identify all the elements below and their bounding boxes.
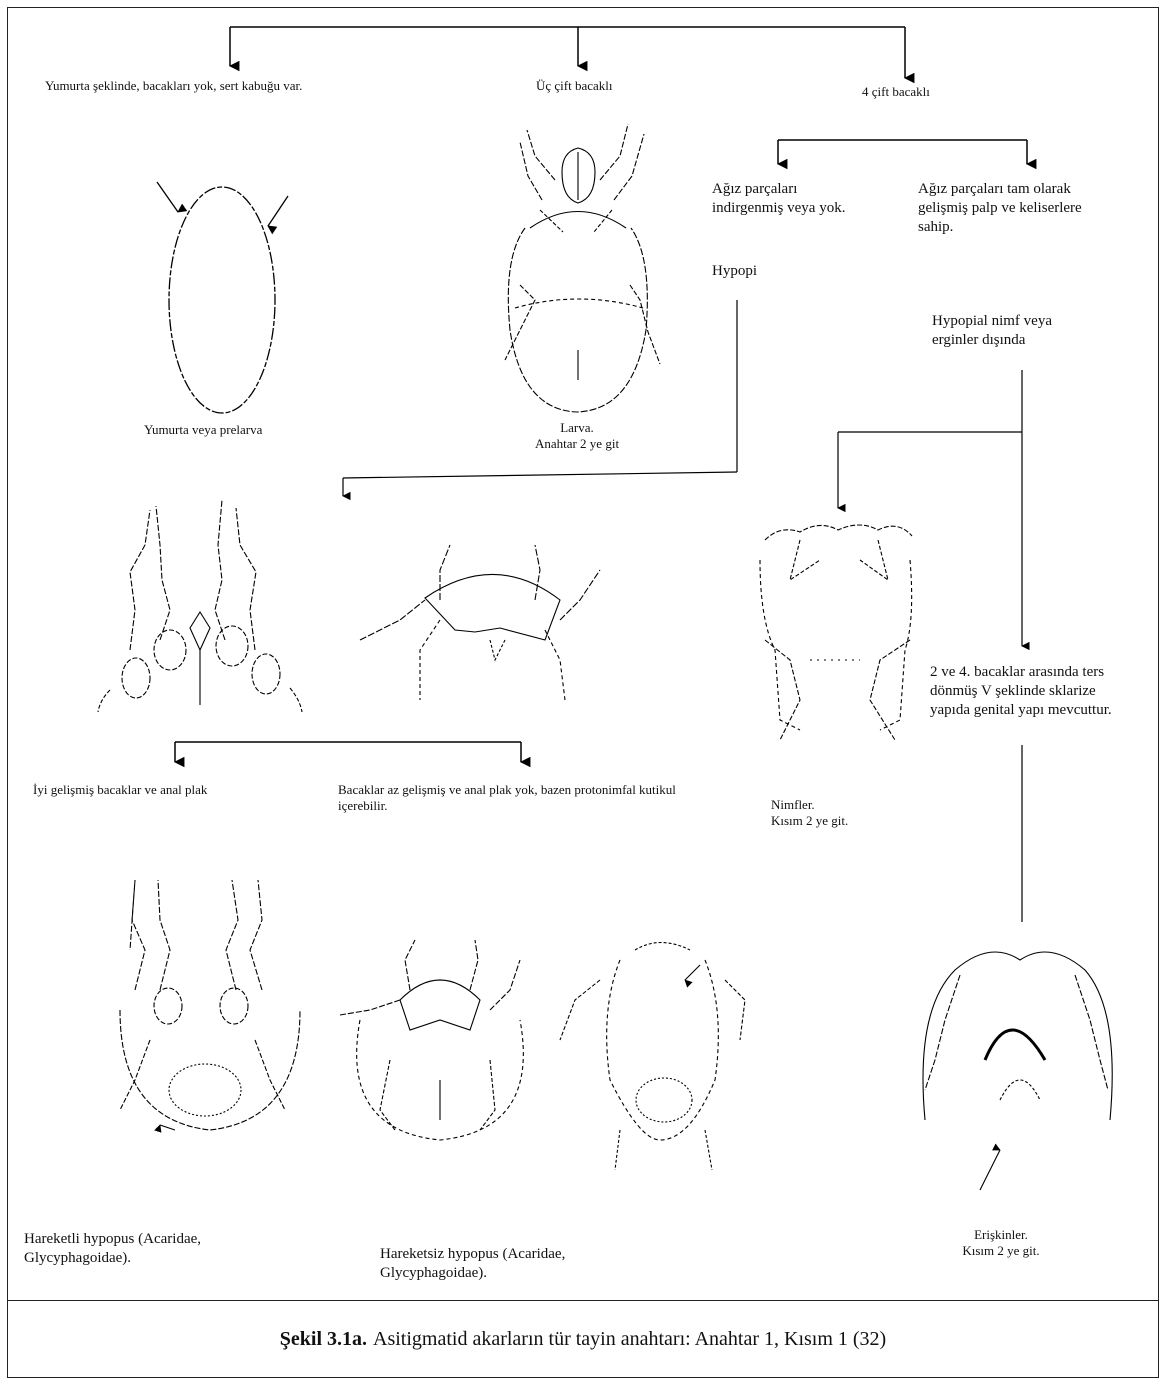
immobile-hypopus-illustration [340,940,523,1140]
adults-label-line2: Kısım 2 ye git. [946,1243,1056,1259]
figure-caption: Şekil 3.1a. Asitigmatid akarların tür ta… [7,1300,1159,1378]
mouthparts-reduced-text: Ağız parçaları indirgenmiş veya yok. [712,180,862,218]
larva-illustration [505,124,660,412]
non-hypopial-connector [838,370,1022,922]
adults-label-line1: Erişkinler. [946,1227,1056,1243]
mobile-hypopus-label: Hareketli hypopus (Acaridae, Glycyphagoi… [24,1230,284,1268]
egg-illustration [157,182,288,413]
larva-label-line2: Anahtar 2 ye git [518,436,636,452]
nymphs-label: Nimfler. Kısım 2 ye git. [771,797,848,830]
nymph-illustration [760,525,912,740]
top-branch-connector [230,27,905,78]
three-pairs-branch-header: Üç çift bacaklı [536,78,613,94]
hypopus-split-connector [175,742,521,762]
caption-number: Şekil 3.1a. [280,1328,367,1351]
larva-label: Larva. Anahtar 2 ye git [518,420,636,453]
less-developed-legs-text: Bacaklar az gelişmiş ve anal plak yok, b… [338,782,718,815]
nymphs-label-line1: Nimfler. [771,797,848,813]
immobile-hypopus-alt-illustration [560,943,745,1171]
immobile-hypopus-label: Hareketsiz hypopus (Acaridae, Glycyphago… [380,1245,640,1283]
nymphs-label-line2: Kısım 2 ye git. [771,813,848,829]
mobile-hypopus-illustration [120,880,300,1130]
larva-label-line1: Larva. [518,420,636,436]
hypopi-label: Hypopi [712,262,757,281]
adults-label: Erişkinler. Kısım 2 ye git. [946,1227,1056,1260]
four-pairs-split-connector [778,140,1027,164]
mouthparts-full-text: Ağız parçaları tam olarak gelişmiş palp … [918,180,1108,236]
egg-label: Yumurta veya prelarva [144,422,262,438]
hypopus-back-illustration [360,545,600,700]
hypopus-front-illustration [98,500,302,712]
egg-branch-header: Yumurta şeklinde, bacakları yok, sert ka… [45,78,302,94]
non-hypopial-text: Hypopial nimf veya erginler dışında [932,312,1092,350]
four-pairs-branch-header: 4 çift bacaklı [862,84,930,100]
caption-text: Asitigmatid akarların tür tayin anahtarı… [373,1328,886,1351]
genital-structure-text: 2 ve 4. bacaklar arasında ters dönmüş V … [930,663,1130,719]
adult-illustration [923,952,1112,1190]
well-developed-legs-text: İyi gelişmiş bacaklar ve anal plak [33,782,207,798]
